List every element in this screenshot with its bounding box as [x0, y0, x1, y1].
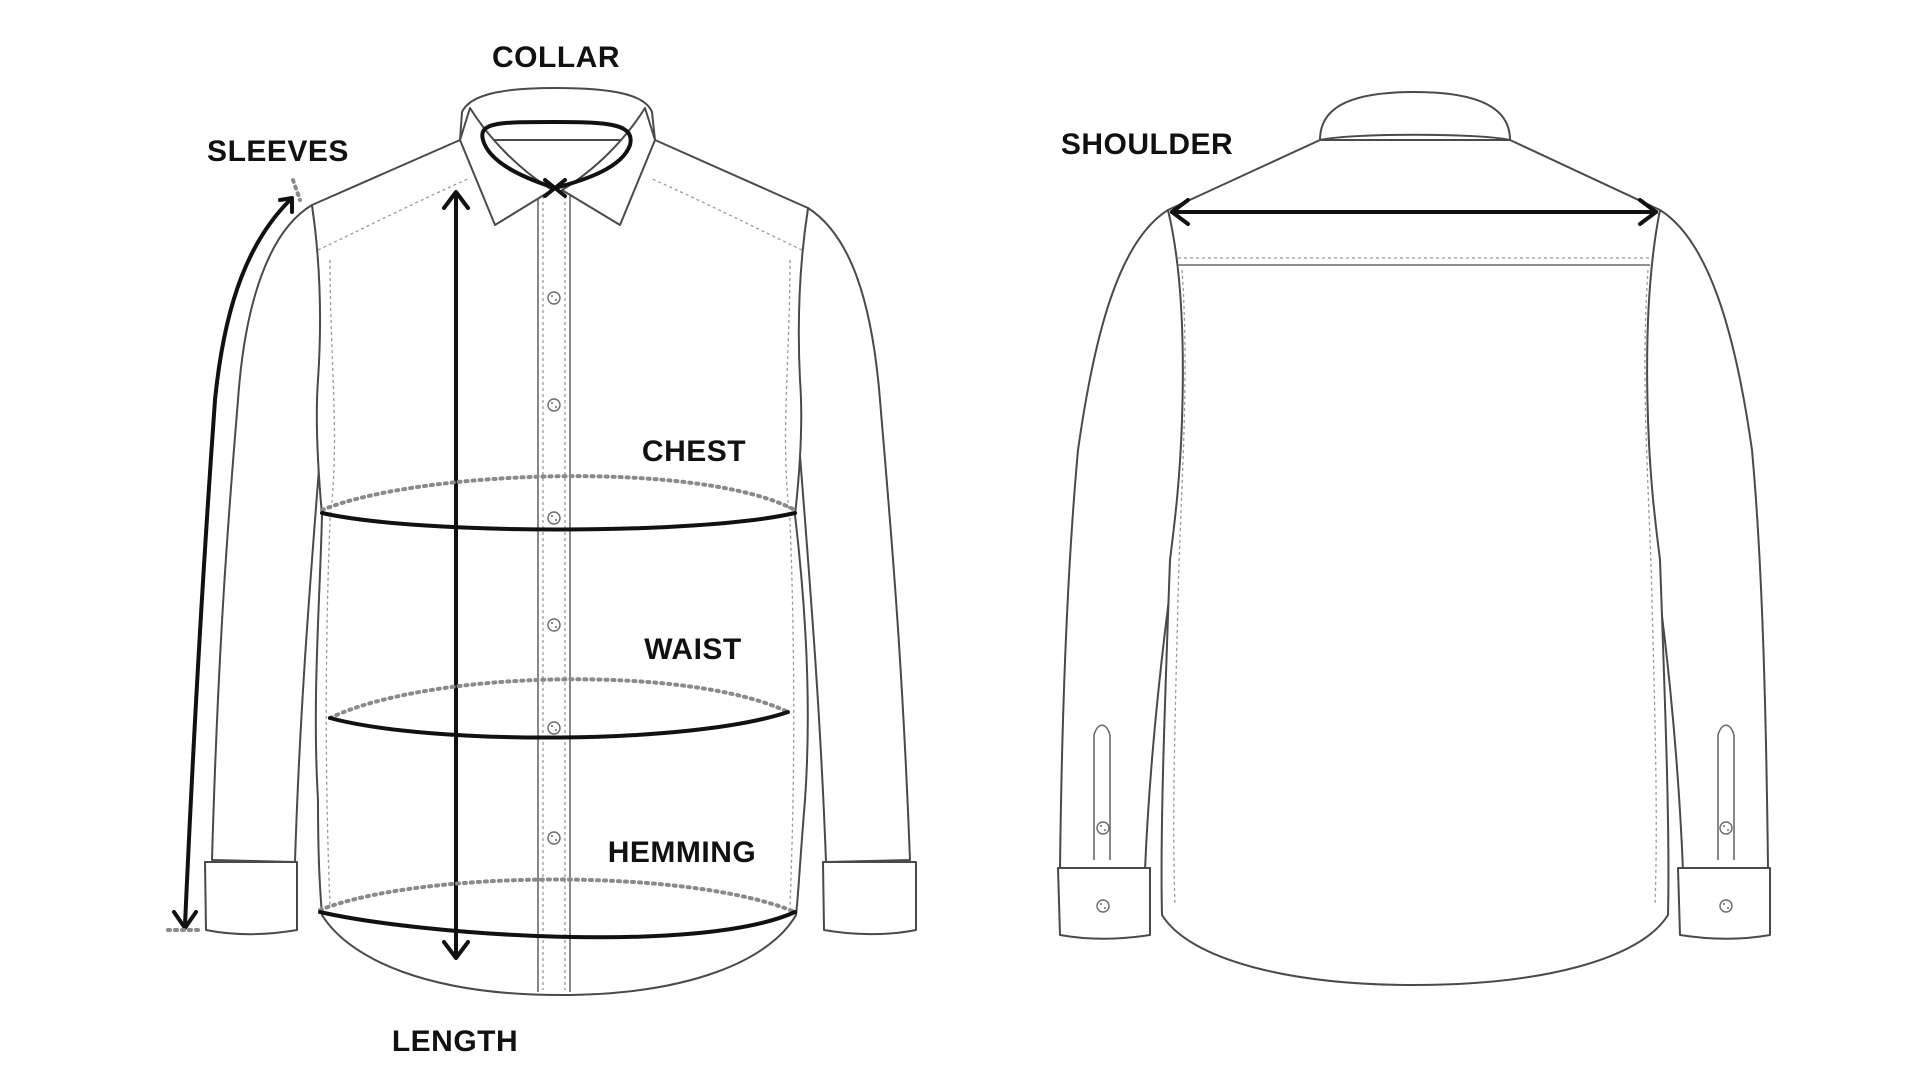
- collar-measure-loop: [480, 120, 633, 190]
- hemming-back-dotted: [318, 877, 797, 914]
- button: [547, 618, 561, 632]
- front-buttons: [547, 291, 561, 845]
- button: [1719, 821, 1733, 835]
- front-left-sleeve: [211, 204, 325, 863]
- button: [547, 721, 561, 735]
- hemming-label: HEMMING: [607, 836, 757, 869]
- hemming-measure-line: [318, 910, 797, 940]
- front-left-cuff: [204, 861, 298, 936]
- sleeves-label: SLEEVES: [207, 135, 349, 168]
- front-collar-band: [459, 87, 656, 141]
- chest-label: CHEST: [641, 435, 747, 468]
- chest-back-dotted: [320, 474, 797, 512]
- front-right-sleeve: [795, 207, 911, 863]
- front-body: [311, 139, 809, 996]
- back-collar: [1319, 91, 1511, 141]
- collar-label: COLLAR: [492, 41, 620, 74]
- button: [547, 511, 561, 525]
- button: [1096, 821, 1110, 835]
- back-shirt: [1057, 91, 1771, 986]
- button: [547, 831, 561, 845]
- chest-measure-line: [320, 511, 797, 532]
- button: [1719, 899, 1733, 913]
- back-body: [1160, 139, 1670, 986]
- button: [547, 291, 561, 305]
- front-right-cuff: [822, 861, 917, 936]
- sleeve-measure-arrow: [183, 198, 292, 927]
- waist-label: WAIST: [644, 633, 742, 666]
- shoulder-label: SHOULDER: [1060, 128, 1234, 161]
- length-label: LENGTH: [391, 1025, 519, 1058]
- front-shirt: [204, 87, 917, 996]
- shoulder-measurement: [1170, 198, 1658, 226]
- back-buttons: [1096, 821, 1733, 913]
- waist-back-dotted: [328, 677, 790, 720]
- front-measurements: [166, 120, 797, 960]
- button: [1096, 899, 1110, 913]
- waist-measure-line: [328, 710, 790, 740]
- button: [547, 398, 561, 412]
